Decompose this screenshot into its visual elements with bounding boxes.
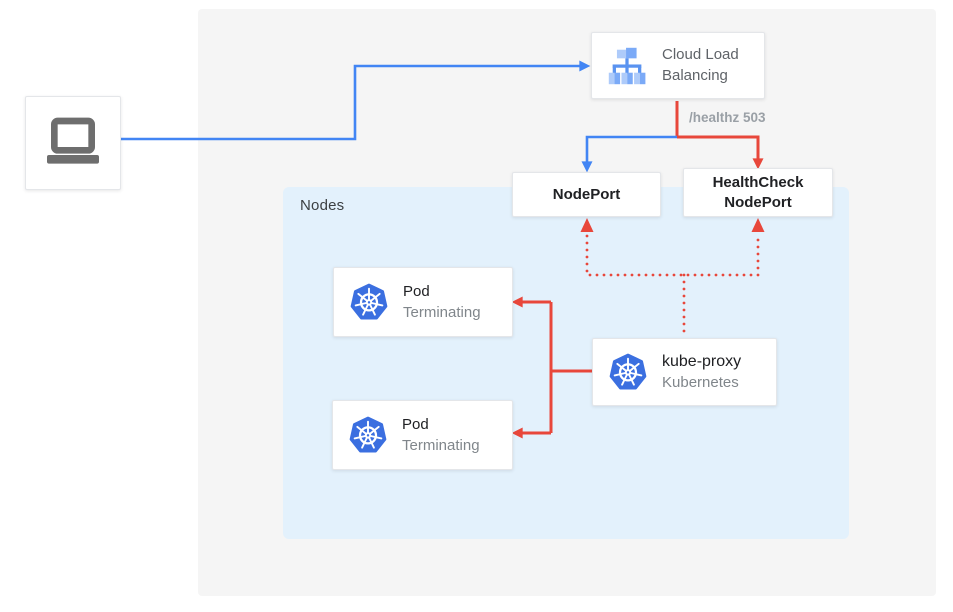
pod-text: Pod Terminating	[403, 281, 481, 323]
kube-proxy-text: kube-proxy Kubernetes	[662, 350, 741, 393]
pod-title: Pod	[402, 416, 429, 433]
pod-box-2: Pod Terminating	[332, 400, 513, 470]
healthcheck-nodeport-box: HealthCheck NodePort	[683, 168, 833, 217]
nodes-label: Nodes	[300, 197, 345, 214]
healthz-label: /healthz 503	[689, 110, 766, 125]
kubernetes-icon	[349, 416, 387, 453]
laptop-icon	[47, 117, 99, 164]
cloud-load-balancing-icon	[608, 47, 646, 84]
kube-proxy-title: kube-proxy	[662, 353, 742, 371]
client-box	[25, 96, 121, 190]
kubernetes-icon	[350, 283, 388, 320]
pod-text: Pod Terminating	[402, 414, 480, 456]
kube-proxy-subtitle: Kubernetes	[662, 374, 739, 392]
nodeport-box: NodePort	[512, 172, 661, 217]
load-balancer-label: Cloud Load Balancing	[662, 46, 739, 84]
cloud-load-balancing-box: Cloud Load Balancing	[591, 32, 765, 99]
kubernetes-icon	[609, 353, 647, 390]
pod-status: Terminating	[403, 303, 481, 321]
pod-box-1: Pod Terminating	[333, 267, 513, 337]
pod-title: Pod	[403, 283, 430, 300]
kube-proxy-box: kube-proxy Kubernetes	[592, 338, 777, 406]
pod-status: Terminating	[402, 436, 480, 454]
